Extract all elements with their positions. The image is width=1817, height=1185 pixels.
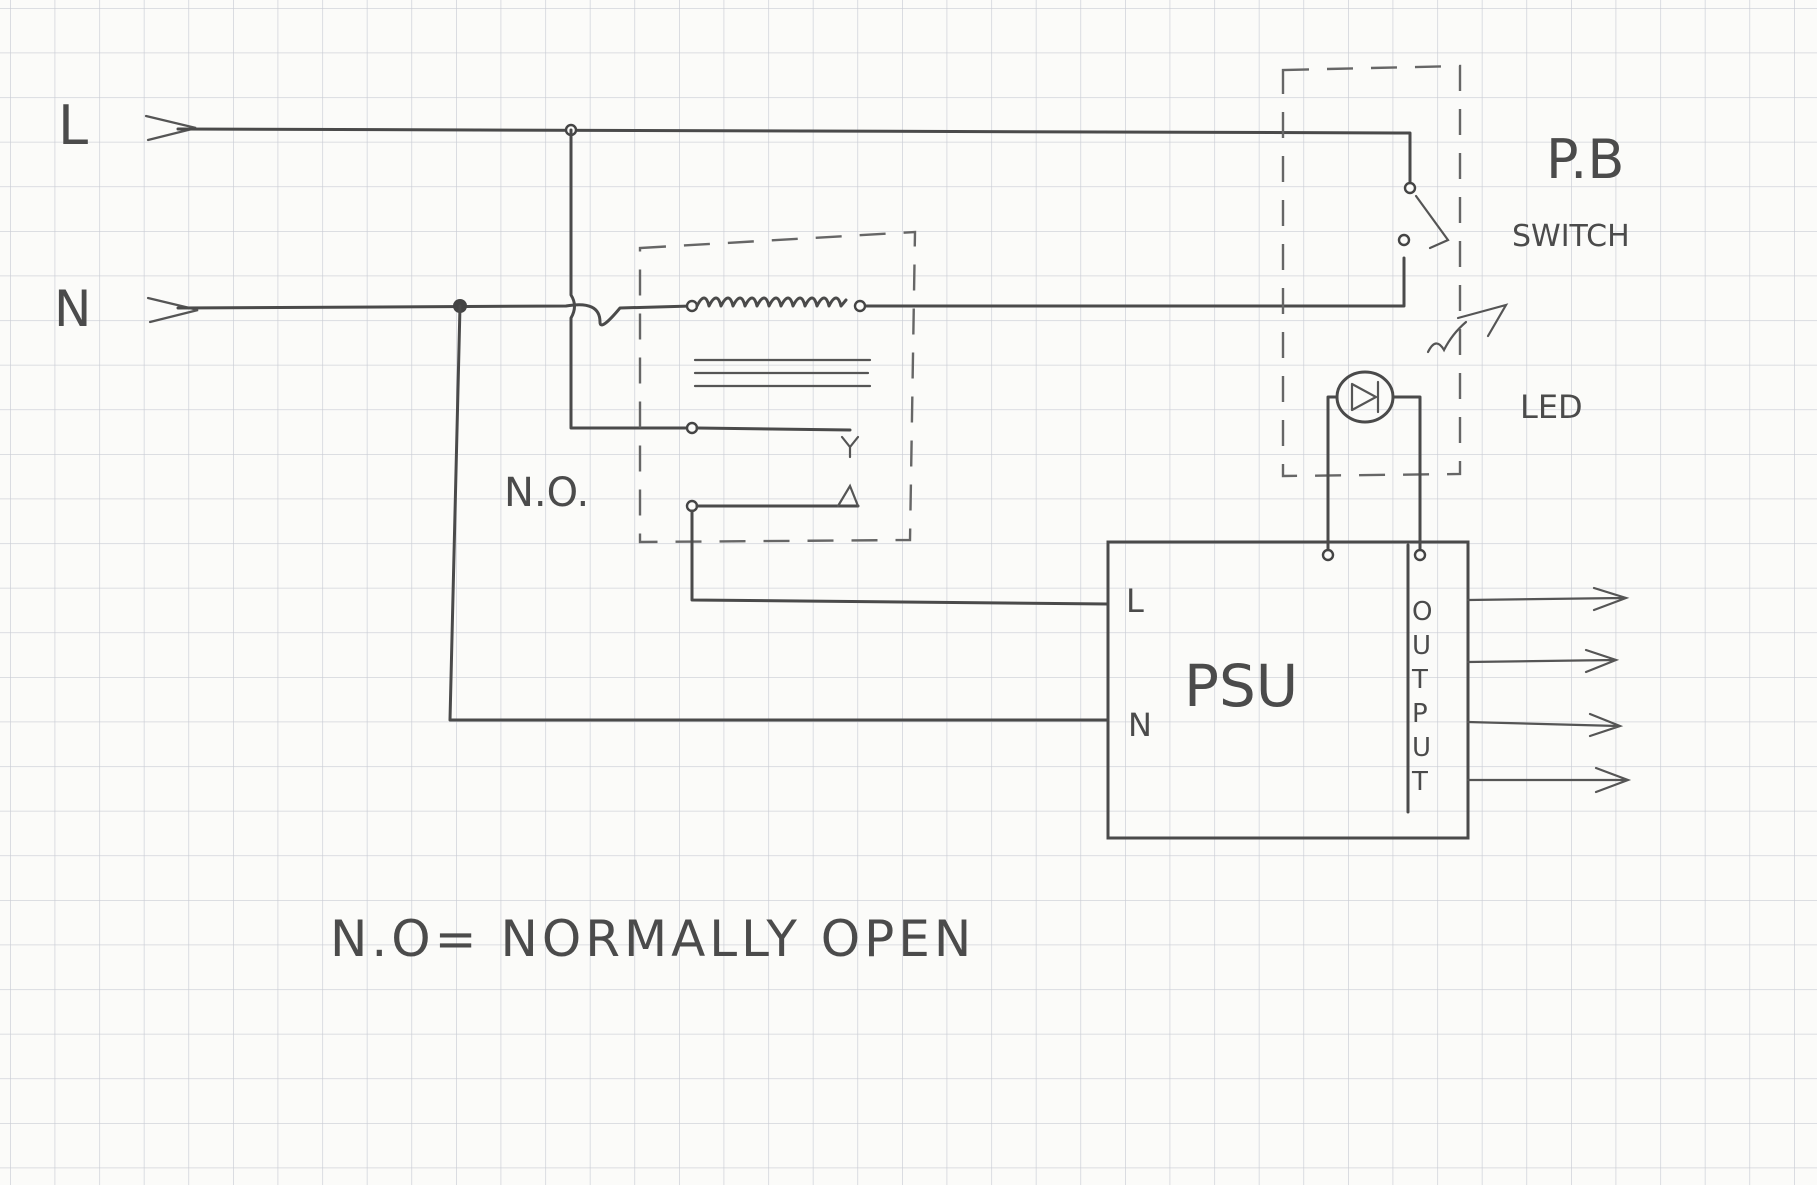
led [1326, 303, 1509, 557]
led-label: LED [1520, 388, 1583, 426]
output-letter: U [1412, 631, 1431, 661]
psu-block [1106, 540, 1470, 840]
live-label: L [58, 94, 88, 157]
live-drop-wire [569, 128, 694, 430]
psu-n-terminal: N [1128, 706, 1152, 744]
pb-switch [1397, 181, 1450, 250]
output-label: O U T P U T [1411, 597, 1432, 797]
psu-l-terminal: L [1126, 582, 1144, 620]
output-letter: U [1412, 733, 1431, 763]
relay-contacts [685, 421, 1110, 606]
relay-coil [685, 296, 872, 388]
pb-switch-dashed-box [1281, 64, 1462, 478]
neutral-line [146, 256, 1406, 722]
output-arrows [1466, 586, 1632, 794]
no-contact-label: N.O. [504, 470, 589, 516]
output-letter: P [1412, 699, 1428, 729]
neutral-label: N [54, 280, 91, 338]
pb-label: P.B [1546, 128, 1624, 191]
relay-dashed-box [638, 230, 917, 544]
output-letter: T [1411, 767, 1428, 797]
output-letter: T [1411, 665, 1428, 695]
output-letter: O [1412, 597, 1432, 627]
switch-label: SWITCH [1512, 219, 1630, 254]
psu-label: PSU [1184, 652, 1298, 720]
legend-text: N.O= NORMALLY OPEN [330, 910, 975, 968]
